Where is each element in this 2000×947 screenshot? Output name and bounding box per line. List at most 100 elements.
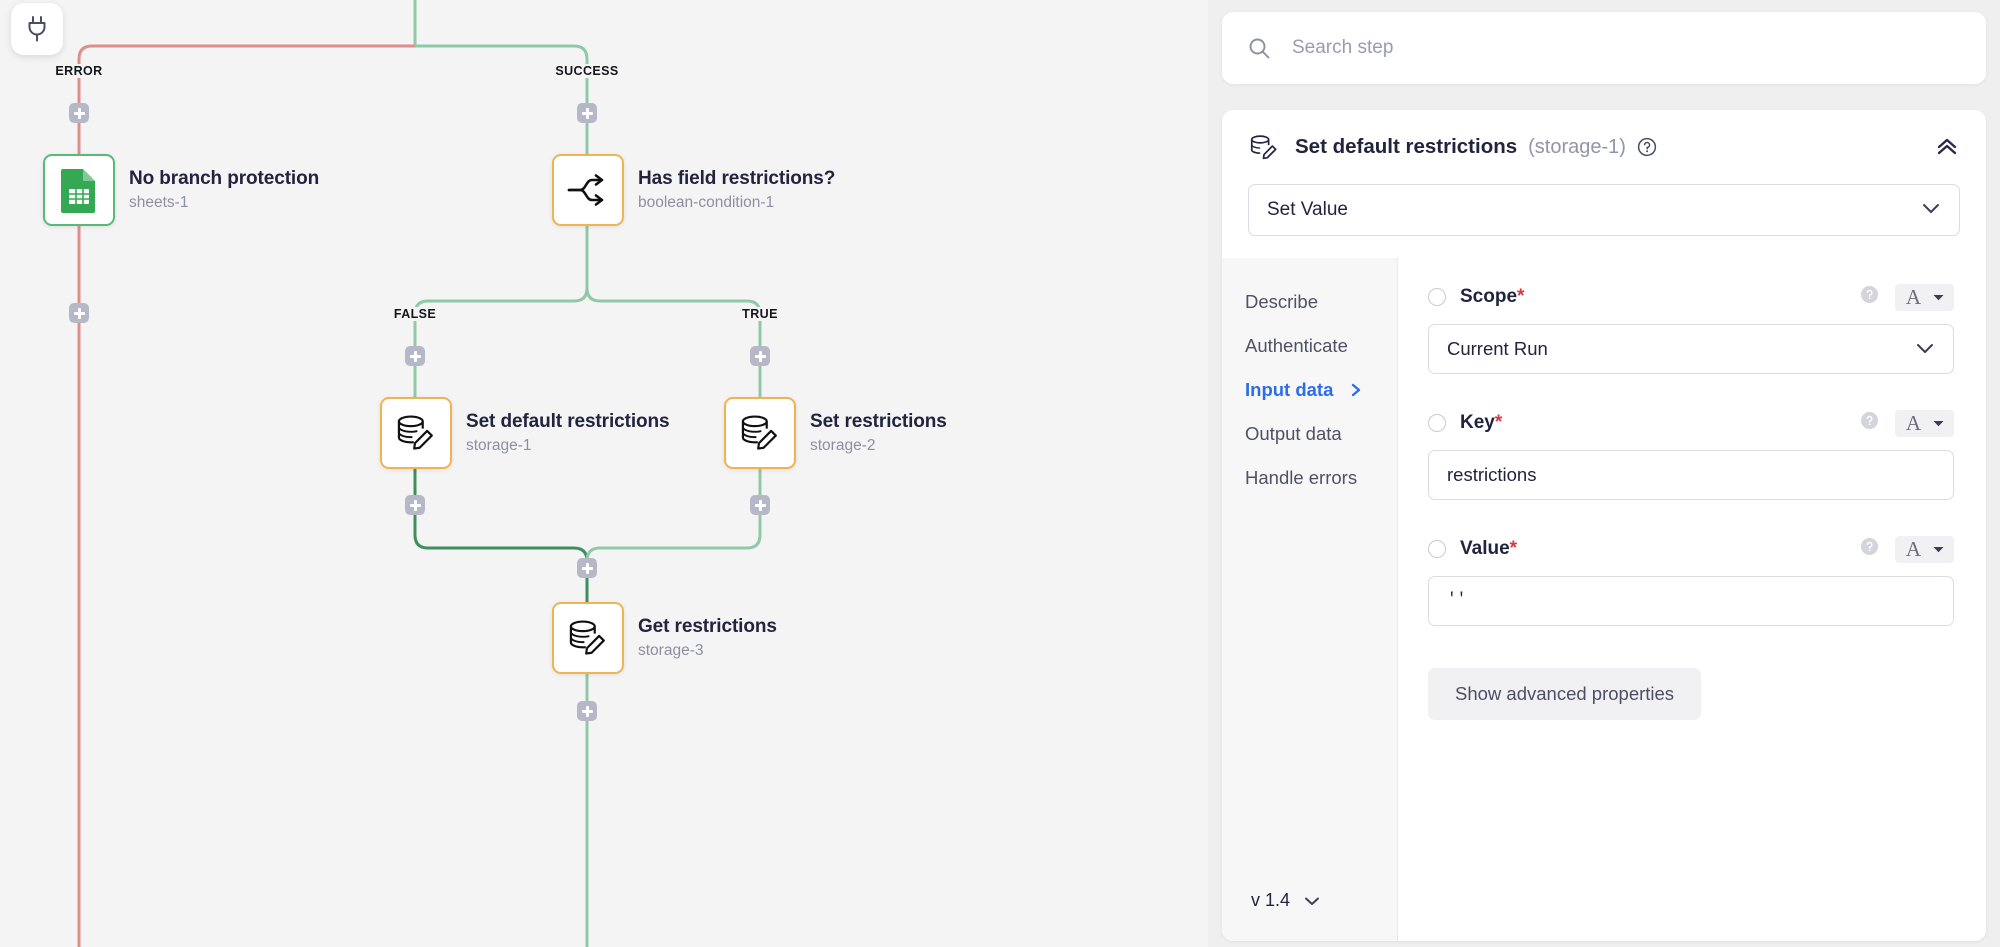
tab-label: Output data [1245,423,1342,444]
tab-handle-errors[interactable]: Handle errors [1222,456,1397,500]
add-step-button[interactable] [69,303,89,323]
node-icon-box[interactable] [724,397,796,469]
help-circle-icon[interactable] [1637,137,1657,157]
node-meta: Set restrictions storage-2 [810,410,947,456]
node-title: Set restrictions [810,410,947,432]
field-key-tools: A [1860,409,1954,437]
add-step-button[interactable] [750,346,770,366]
field-scope-select[interactable]: Current Run [1428,324,1954,374]
field-scope-format-button[interactable]: A [1894,283,1954,311]
tab-label: Describe [1245,291,1318,312]
node-subtitle: storage-3 [638,642,704,660]
storage-edit-icon [1248,132,1282,162]
node-subtitle: sheets-1 [129,194,189,212]
tab-output-data[interactable]: Output data [1222,412,1397,456]
flow-connectors [77,0,762,947]
field-scope-value: Current Run [1447,338,1548,359]
node-title: Get restrictions [638,615,777,637]
flow-node-storage-1[interactable]: Set default restrictions storage-1 [380,397,670,469]
format-label: A [1905,536,1921,561]
field-value-format-button[interactable]: A [1894,535,1954,563]
plugin-button[interactable] [11,3,63,55]
flow-node-storage-2[interactable]: Set restrictions storage-2 [724,397,947,469]
search-step-bar[interactable] [1222,12,1986,84]
chevron-down-icon [1915,338,1935,360]
edge-label-success: SUCCESS [550,64,624,78]
field-key-format-button[interactable]: A [1894,409,1954,437]
chevron-down-icon [1932,419,1945,428]
field-scope-header: Scope* A [1428,282,1954,312]
field-key-input[interactable] [1447,464,1935,486]
field-scope-radio[interactable] [1428,288,1446,306]
tab-label: Authenticate [1245,335,1348,356]
step-config-card: Set default restrictions (storage-1) [1222,110,1986,941]
help-circle-icon[interactable] [1860,411,1879,435]
node-title: Has field restrictions? [638,167,836,189]
flow-canvas[interactable]: ERROR SUCCESS FALSE TRUE No branch protecti… [0,0,1208,947]
tab-input-data[interactable]: Input data [1222,368,1397,412]
field-value-radio[interactable] [1428,540,1446,558]
help-circle-icon[interactable] [1860,537,1879,561]
node-icon-box[interactable] [43,154,115,226]
field-key-input-wrap[interactable] [1428,450,1954,500]
node-icon-box[interactable] [552,602,624,674]
action-select[interactable]: Set Value [1248,184,1960,236]
chevron-down-icon [1932,293,1945,302]
field-key-radio[interactable] [1428,414,1446,432]
add-step-button[interactable] [750,495,770,515]
add-step-button[interactable] [405,495,425,515]
flow-node-storage-3[interactable]: Get restrictions storage-3 [552,602,777,674]
collapse-panel-button[interactable] [1934,136,1960,158]
storage-edit-icon [569,620,605,655]
chevron-down-icon [1932,545,1945,554]
chevron-right-icon [1349,382,1363,398]
google-sheets-icon [61,169,95,213]
field-scope-label: Scope* [1460,286,1525,307]
field-value-code-editor[interactable]: '' [1428,576,1954,626]
add-step-button[interactable] [405,346,425,366]
tab-label: Handle errors [1245,467,1358,488]
version-selector[interactable]: v 1.4 [1222,890,1397,941]
search-input[interactable] [1292,37,1960,59]
node-subtitle: storage-2 [810,437,876,455]
field-key: Key* A [1428,408,1954,500]
field-key-label: Key* [1460,412,1503,433]
add-step-button[interactable] [577,701,597,721]
node-meta: Has field restrictions? boolean-condition… [638,167,835,213]
edge-label-false: FALSE [388,307,442,321]
field-value-tools: A [1860,535,1954,563]
add-step-button[interactable] [577,103,597,123]
search-icon [1249,38,1270,59]
step-side-panel: Set default restrictions (storage-1) [1208,0,2000,947]
help-circle-icon[interactable] [1860,285,1879,309]
node-subtitle: storage-1 [466,437,532,455]
version-label: v 1.4 [1251,890,1291,910]
field-key-header: Key* A [1428,408,1954,438]
tab-describe[interactable]: Describe [1222,280,1397,324]
add-step-button[interactable] [69,103,89,123]
chevron-down-icon [1303,895,1321,907]
edge-label-error: ERROR [50,64,108,78]
show-advanced-properties-button[interactable]: Show advanced properties [1428,668,1702,720]
tab-authenticate[interactable]: Authenticate [1222,324,1397,368]
plug-icon [28,16,46,42]
node-meta: Set default restrictions storage-1 [466,410,670,456]
tab-label: Input data [1245,379,1334,400]
add-step-button[interactable] [577,558,597,578]
field-value-header: Value*A [1428,534,1954,564]
node-title: Set default restrictions [466,410,670,432]
field-scope-tools: A [1860,283,1954,311]
node-icon-box[interactable] [552,154,624,226]
node-subtitle: boolean-condition-1 [638,194,775,212]
node-meta: Get restrictions storage-3 [638,615,777,661]
node-icon-box[interactable] [380,397,452,469]
flow-node-boolean-condition-1[interactable]: Has field restrictions? boolean-condition… [552,154,835,226]
chevron-double-up-icon [1937,138,1957,155]
action-select-value: Set Value [1267,199,1348,220]
edge-label-true: TRUE [737,307,783,321]
